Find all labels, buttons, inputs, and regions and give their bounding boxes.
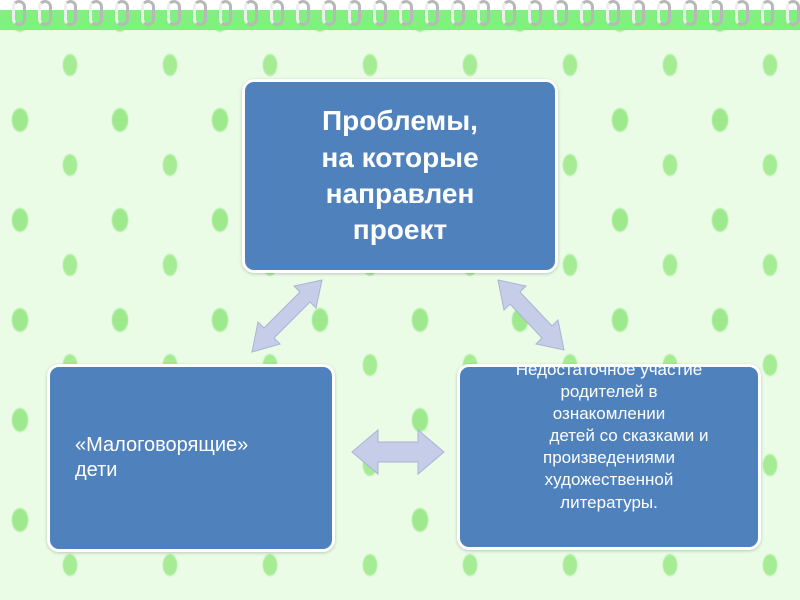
binding-ring [218,0,233,26]
binding-ring [476,0,491,26]
top-box-line: Проблемы, [322,105,478,137]
right-box-line: Недостаточное участие [515,364,703,379]
binding-ring [579,0,594,26]
binding-ring [37,0,52,26]
right-box-line: детей со сказками и [549,426,709,446]
spiral-binding [0,0,800,30]
binding-ring [244,0,259,26]
project-problems-box: Проблемы, на которые направлен проект [242,79,558,273]
double-arrow-right-diagonal [497,279,565,351]
binding-ring [450,0,465,26]
parent-participation-box: Недостаточное участие родителей в ознако… [457,364,761,550]
binding-ring [554,0,568,26]
binding-ring [166,0,181,26]
binding-ring [605,0,620,26]
top-box-line: направлен [325,178,475,209]
binding-ring [12,0,26,26]
right-box-line: родителей в [560,382,658,402]
binding-ring [760,0,775,26]
binding-ring [786,0,800,26]
binding-ring [657,0,672,26]
binding-ring [425,0,439,26]
binding-ring [321,0,336,26]
binding-ring [89,0,104,26]
right-box-line: художественной [544,470,674,490]
top-box-line: на которые [321,141,479,173]
binding-ring [373,0,388,26]
binding-ring [347,0,362,26]
binding-ring [295,0,310,26]
binding-ring [708,0,723,26]
binding-ring [528,0,543,26]
left-box-line: «Малоговорящие» [75,434,249,456]
binding-ring [734,0,749,26]
binding-ring [141,0,155,26]
double-arrow-horizontal [351,428,445,476]
right-box-line: произведениями [543,448,675,468]
right-box-line: литературы. [560,492,658,512]
right-box-line: ознакомлении [552,404,666,424]
low-speaking-children-box: «Малоговорящие» дети [47,364,335,552]
binding-ring [270,0,284,26]
top-box-line: проект [352,214,448,246]
left-box-line: дети [75,459,118,481]
binding-ring [399,0,413,26]
double-arrow-left-diagonal [251,279,323,353]
binding-ring [115,0,130,26]
binding-ring [631,0,646,26]
binding-ring [192,0,207,26]
binding-ring [63,0,78,26]
binding-ring [502,0,517,26]
binding-ring [683,0,697,26]
